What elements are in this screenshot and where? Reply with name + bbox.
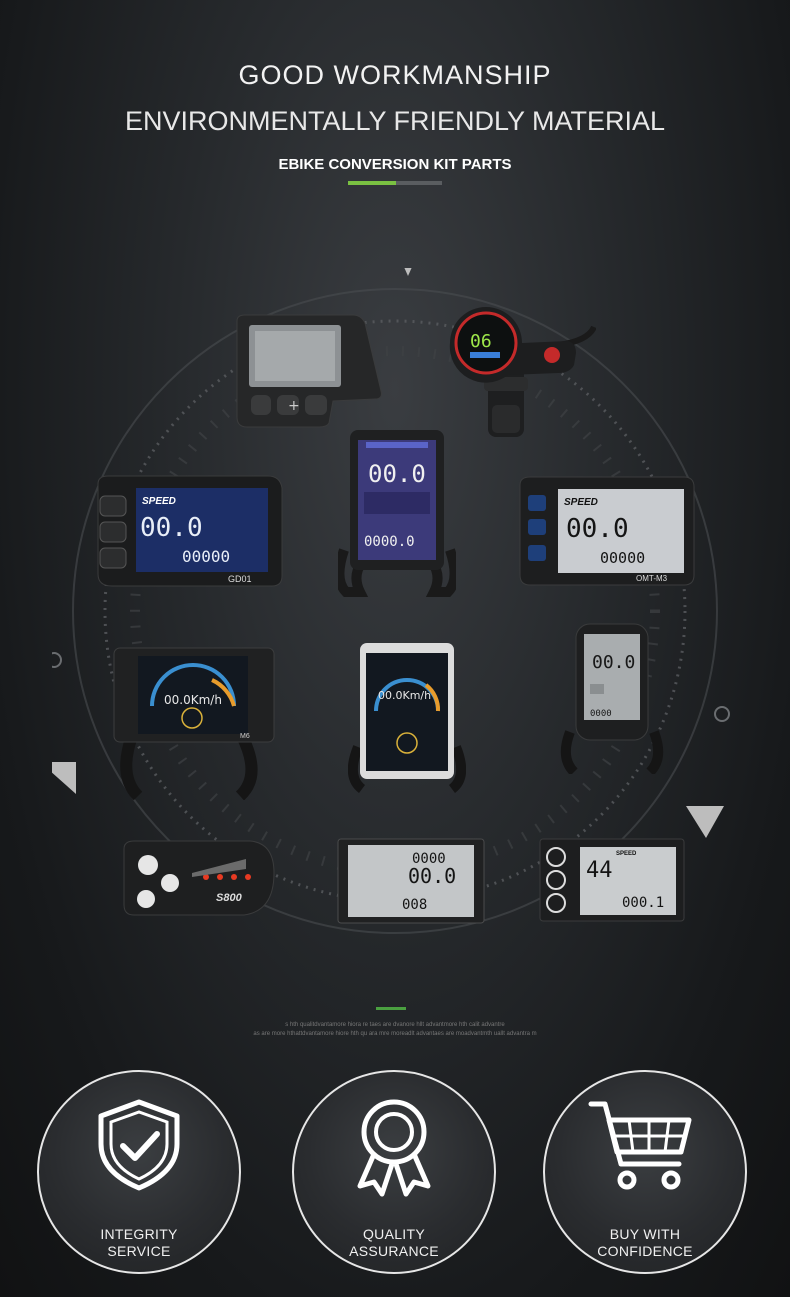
feature-buy: BUY WITH CONFIDENCE <box>543 1070 747 1274</box>
title-underline <box>348 181 442 185</box>
svg-text:+: + <box>288 398 300 414</box>
omt-model: OMT-M3 <box>636 574 668 583</box>
feature-quality-line2: ASSURANCE <box>349 1243 439 1259</box>
gd01-speed-label: SPEED <box>142 496 176 507</box>
svg-text:0000: 0000 <box>412 851 446 867</box>
feature-quality: QUALITY ASSURANCE <box>292 1070 496 1274</box>
svg-text:00000: 00000 <box>182 547 230 566</box>
svg-text:00000: 00000 <box>600 549 645 567</box>
display-8-speed: 00.0 <box>592 652 635 673</box>
svg-text:000.1: 000.1 <box>622 895 664 911</box>
product-display-10: 0000 00.0 008 <box>336 837 486 925</box>
feature-quality-label: QUALITY ASSURANCE <box>294 1226 494 1260</box>
display-7-speed: 00.0Km/h <box>378 689 431 702</box>
feature-buy-label: BUY WITH CONFIDENCE <box>545 1226 745 1260</box>
omt-speed: 00.0 <box>566 514 629 544</box>
m6-model: M6 <box>240 733 250 740</box>
svg-text:0000: 0000 <box>590 709 612 719</box>
display-11-label: SPEED <box>616 851 637 857</box>
product-display-8: 00.0 0000 <box>560 622 664 774</box>
svg-text:008: 008 <box>402 897 427 913</box>
gd01-model: GD01 <box>228 574 252 584</box>
display-11-speed: 44 <box>586 858 613 883</box>
svg-text:0000.0: 0000.0 <box>364 534 415 550</box>
feature-integrity-line1: INTEGRITY <box>100 1226 178 1242</box>
section-title: EBIKE CONVERSION KIT PARTS <box>278 156 512 173</box>
shopping-cart-icon <box>588 1101 692 1190</box>
feature-integrity-label: INTEGRITY SERVICE <box>39 1226 239 1260</box>
award-ribbon-icon <box>357 1099 431 1197</box>
display-2-speed: 06 <box>470 331 492 352</box>
headline-material: ENVIRONMENTALLY FRIENDLY MATERIAL <box>124 106 666 136</box>
feature-integrity: INTEGRITY SERVICE <box>37 1070 241 1274</box>
feature-buy-line1: BUY WITH <box>609 1226 681 1242</box>
product-display-s800: S800 <box>120 839 276 917</box>
product-display-11: SPEED 44 000.1 <box>538 837 686 923</box>
s800-model: S800 <box>216 892 243 904</box>
feature-quality-line1: QUALITY <box>362 1226 425 1242</box>
product-display-gd01: SPEED 00.0 00000 GD01 <box>92 474 284 590</box>
shield-check-icon <box>98 1099 180 1191</box>
product-display-3: 00.0 0000.0 <box>338 430 456 598</box>
gd01-speed: 00.0 <box>140 513 203 543</box>
feature-buy-line2: CONFIDENCE <box>597 1243 693 1259</box>
headline-workmanship: GOOD WORKMANSHIP <box>238 60 552 90</box>
feature-integrity-line2: SERVICE <box>107 1243 171 1259</box>
product-display-7: 00.0Km/h <box>348 641 466 793</box>
product-display-omt-m3: SPEED 00.0 00000 OMT-M3 <box>518 475 696 587</box>
product-display-1: + <box>233 313 383 429</box>
m6-speed: 00.0Km/h <box>164 693 222 707</box>
product-display-m6: 00.0Km/h M6 <box>112 646 276 800</box>
micro-text-2: as are more hthattdvantamore hiore hth q… <box>253 1031 537 1037</box>
omt-speed-label: SPEED <box>564 497 598 508</box>
display-3-speed: 00.0 <box>368 460 426 488</box>
product-display-2: 06 <box>448 305 596 439</box>
divider-line <box>376 1007 406 1010</box>
micro-text-1: s hth qualitdvantamore hiora re taes are… <box>285 1022 505 1028</box>
display-10-speed: 00.0 <box>408 864 456 888</box>
